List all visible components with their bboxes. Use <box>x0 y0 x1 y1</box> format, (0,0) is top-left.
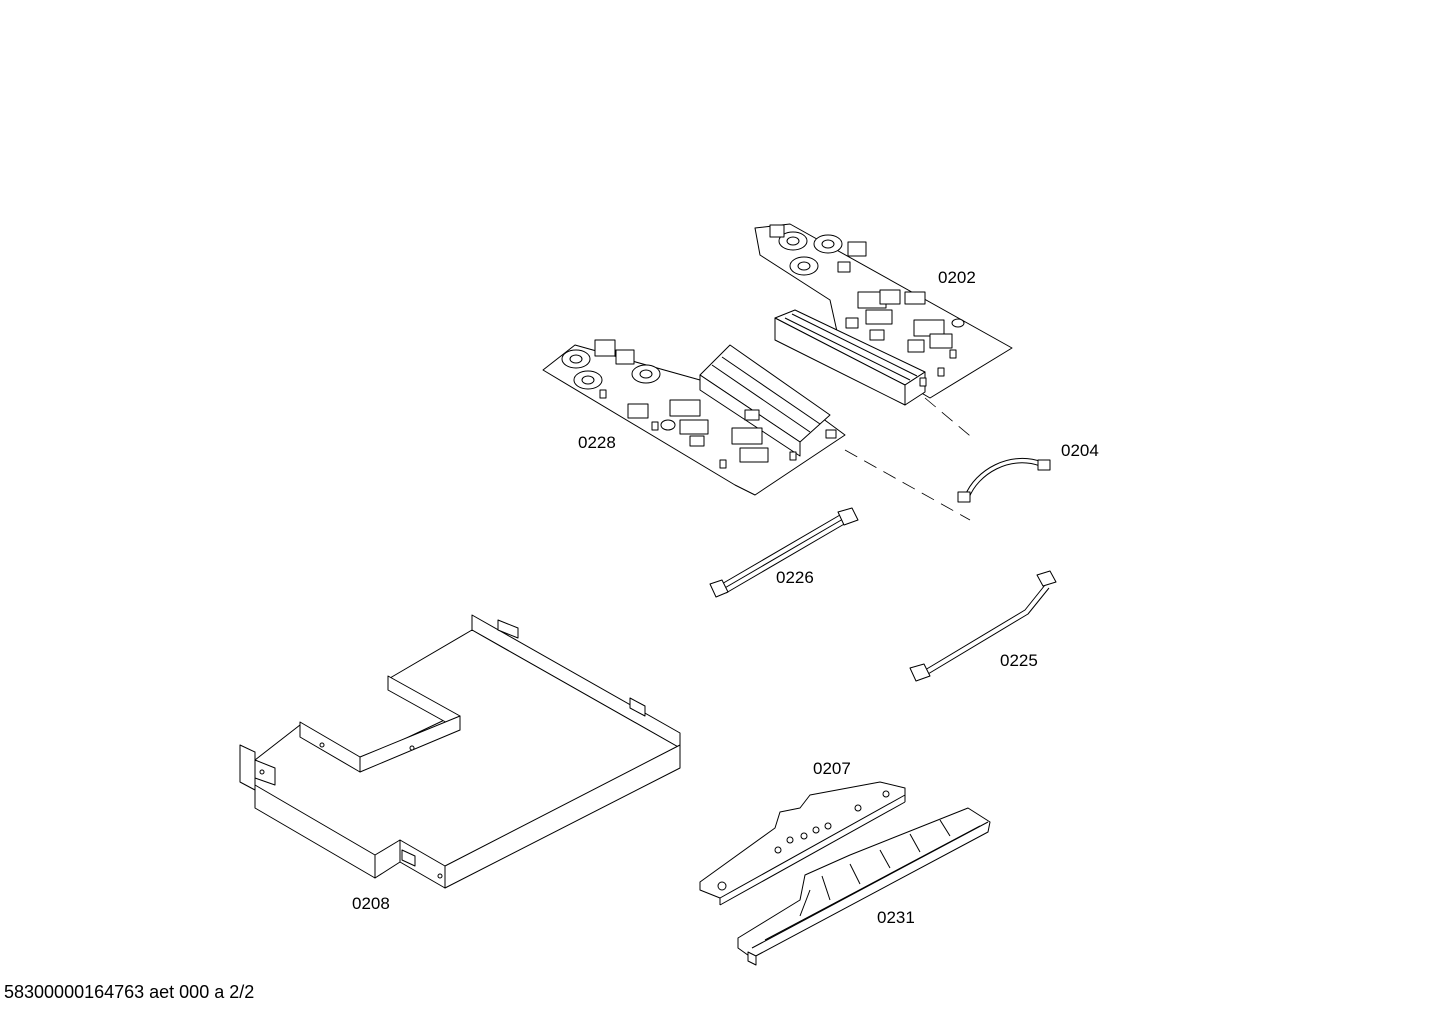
part-label-0226: 0226 <box>776 568 814 587</box>
part-0204-cable <box>957 457 1051 503</box>
part-label-0207: 0207 <box>813 759 851 778</box>
alignment-line-2 <box>844 449 971 521</box>
part-label-0208: 0208 <box>352 894 390 913</box>
part-0202-circuit-board <box>754 223 1013 406</box>
part-label-0225: 0225 <box>1000 651 1038 670</box>
alignment-line-1 <box>924 397 976 441</box>
part-label-0202: 0202 <box>938 268 976 287</box>
part-label-0204: 0204 <box>1061 441 1099 460</box>
part-0231-frame-rail <box>737 807 991 966</box>
part-0207-control-strip <box>699 781 906 906</box>
part-0208-tray <box>239 614 681 889</box>
document-footer-id: 58300000164763 aet 000 a 2/2 <box>4 982 255 1002</box>
part-label-0228: 0228 <box>578 433 616 452</box>
part-0228-circuit-board <box>542 339 846 496</box>
part-label-0231: 0231 <box>877 908 915 927</box>
part-0226-cable <box>709 507 859 598</box>
part-0225-cable <box>909 570 1057 682</box>
